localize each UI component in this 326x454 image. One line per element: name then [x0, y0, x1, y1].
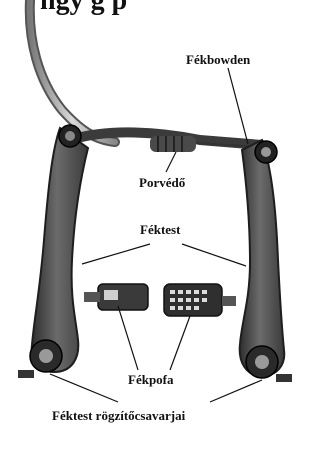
right-brake-arm — [240, 140, 285, 376]
label-mounting-bolts: Féktest rögzítőcsavarjai — [52, 408, 185, 423]
left-brake-arm — [32, 128, 88, 372]
label-brake-body: Féktest — [140, 222, 180, 237]
label-cable: Fékbowden — [186, 52, 250, 67]
left-brake-pad — [84, 284, 148, 310]
label-brake-pad: Fékpofa — [128, 372, 174, 387]
right-brake-pad — [164, 284, 236, 316]
label-dust-cover: Porvédő — [139, 175, 185, 190]
dust-cover — [150, 136, 196, 152]
